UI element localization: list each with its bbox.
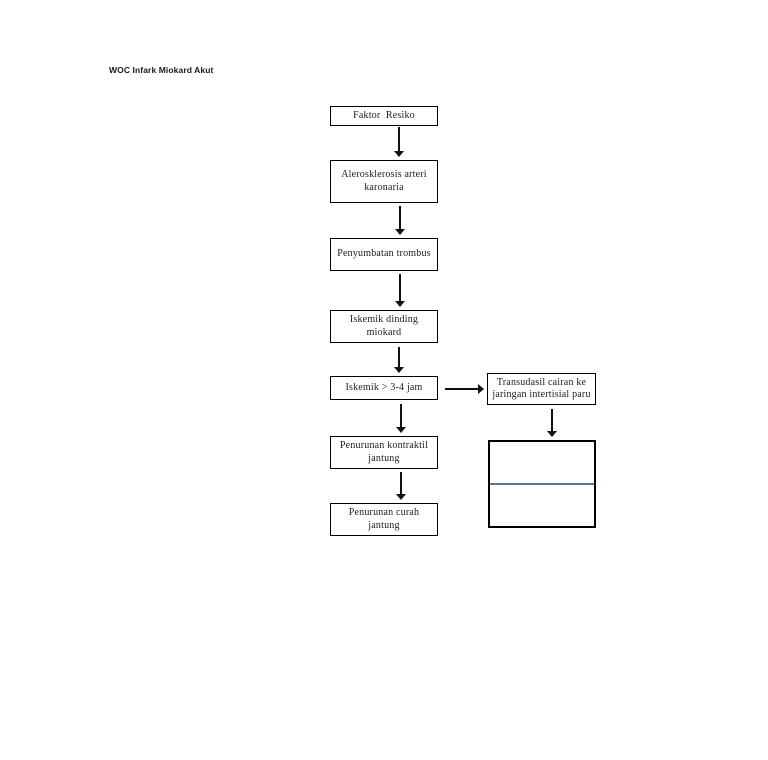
flow-node-transudasil-cairan: Transudasil cairan ke jaringan intertisi…: [487, 373, 596, 405]
flow-node-empty-two-cell-box: [488, 440, 596, 528]
arrow-down-icon: [396, 472, 406, 500]
flow-node-faktor-resiko: Faktor Resiko: [330, 106, 438, 126]
flow-node-penurunan-kontraktil: Penurunan kontraktil jantung: [330, 436, 438, 469]
arrow-down-icon: [395, 206, 405, 235]
flow-node-label: Faktor Resiko: [353, 109, 415, 121]
arrow-right-icon: [445, 384, 484, 394]
arrow-down-icon: [394, 127, 404, 157]
flow-node-label: Penurunan kontraktil jantung: [339, 440, 429, 464]
flow-node-label: Penyumbatan trombus: [337, 248, 431, 260]
flow-node-label: Iskemik > 3-4 jam: [345, 381, 423, 393]
page-title: WOC Infark Miokard Akut: [109, 65, 214, 75]
arrow-down-icon: [547, 409, 557, 437]
flow-node-penurunan-curah: Penurunan curah jantung: [330, 503, 438, 536]
flow-node-aterosklerosis-arteri: Alerosklerosis arteri karonaria: [330, 160, 438, 203]
cell-divider-line: [490, 483, 594, 485]
flow-node-penyumbatan-trombus: Penyumbatan trombus: [330, 238, 438, 271]
flow-node-label: Iskemik dinding miokard: [349, 314, 419, 338]
flow-node-label: Transudasil cairan ke jaringan intertisi…: [492, 376, 591, 401]
arrow-down-icon: [395, 274, 405, 307]
flow-node-iskemik-3-4-jam: Iskemik > 3-4 jam: [330, 376, 438, 400]
flow-node-label: Alerosklerosis arteri karonaria: [341, 169, 427, 193]
arrow-down-icon: [394, 347, 404, 373]
flow-node-iskemik-dinding: Iskemik dinding miokard: [330, 310, 438, 343]
arrow-down-icon: [396, 404, 406, 433]
flow-node-label: Penurunan curah jantung: [348, 507, 420, 531]
